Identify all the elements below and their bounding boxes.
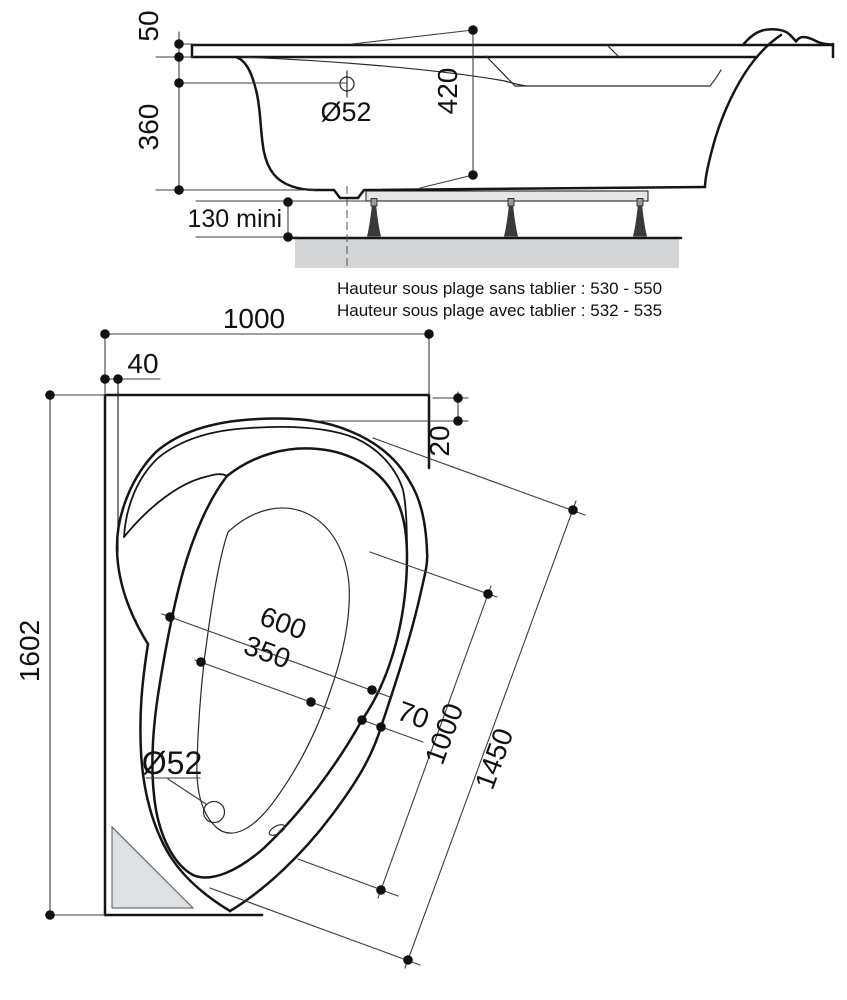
dim-label-20: 20 [424, 425, 455, 456]
drain-diameter-label-plan: Ø52 [142, 745, 202, 781]
tub-bottom-with-drain-notch [314, 185, 707, 200]
ext-diag1000-top [369, 551, 498, 598]
well-floor-outline [196, 507, 350, 834]
dim-dot [424, 329, 434, 339]
foot-cone [504, 206, 518, 237]
dim-dot [113, 374, 123, 384]
dim-line-diag-1450 [404, 500, 577, 969]
dim-dot [403, 955, 413, 965]
support-feet [367, 198, 647, 237]
dim-dot [453, 416, 463, 426]
dim-dot [357, 715, 367, 725]
dim-line-diag-1000 [377, 585, 492, 899]
tub-profile [190, 28, 835, 200]
plan-view: 1000 40 20 1602 600 [14, 303, 586, 969]
dim-dot [100, 329, 110, 339]
dim-dot [468, 170, 478, 180]
foot-stem [507, 198, 515, 207]
leader-drain-plan [167, 778, 207, 805]
dim-line-600 [161, 613, 391, 698]
support-pallet [365, 190, 649, 202]
deck-edge-diagonal [485, 55, 516, 87]
dim-dot [453, 393, 463, 403]
dim-dot [174, 39, 184, 49]
rim-inner-parallel-line [123, 426, 408, 554]
dim-dot [376, 885, 386, 895]
tub-plan-outline [115, 417, 429, 913]
back-wall-curve [703, 33, 783, 189]
headrest-crescent-lower-edge [123, 473, 228, 538]
drain-diameter-label-side: Ø52 [320, 97, 371, 127]
apron-lower-curl [139, 642, 232, 913]
foot-stem [370, 198, 378, 207]
elevation-dimensions: 50 360 420 Ø52 130 mini [133, 10, 478, 242]
dim-dot [306, 697, 316, 707]
enclosure-left-top-right [103, 393, 431, 917]
dim-label-40: 40 [127, 348, 158, 379]
drain-hole-plan [202, 800, 226, 824]
note-sans-tablier: Hauteur sous plage sans tablier : 530 - … [337, 279, 662, 298]
rim-joint-tick [606, 44, 620, 58]
dim-dot [45, 910, 55, 920]
corner-filler-triangle [111, 825, 195, 909]
dim-dot [174, 52, 184, 62]
ext-diag1450-top [372, 437, 586, 516]
enclosure-outline [103, 393, 431, 917]
dim-label-diag-1450: 1450 [469, 724, 519, 793]
dim-dot [568, 505, 578, 515]
dim-dot [196, 657, 206, 667]
elevation-view: 50 360 420 Ø52 130 mini Hauteur sous pla… [133, 10, 835, 320]
dim-label-420: 420 [432, 68, 463, 115]
dim-dot [283, 197, 293, 207]
plan-dimensions: 1000 40 20 1602 600 [14, 303, 586, 969]
dim-dot [45, 390, 55, 400]
leader-420-bottom [419, 174, 474, 189]
dim-dot [367, 685, 377, 695]
dim-dot [376, 722, 386, 732]
dim-dot [283, 232, 293, 242]
dim-label-70: 70 [393, 695, 433, 735]
dim-dot [174, 78, 184, 88]
ext-diag1450-bottom [209, 887, 421, 966]
leader-420-top [351, 29, 474, 45]
dim-dot [483, 589, 493, 599]
interior-slope-line [239, 56, 527, 87]
dim-dot [174, 185, 184, 195]
apron-outer-sweep [115, 417, 429, 913]
dim-line-70 [361, 719, 424, 743]
dim-dot [165, 612, 175, 622]
foot-cone [367, 206, 381, 237]
foot-stem [636, 198, 644, 207]
deck-lower-edge [514, 69, 722, 87]
headrest-hump-outline [741, 28, 835, 47]
floor-slab [295, 238, 679, 268]
left-wall-curve [234, 55, 318, 192]
bathing-well-outline [151, 447, 409, 879]
note-avec-tablier: Hauteur sous plage avec tablier : 532 - … [337, 301, 662, 320]
dim-dot [100, 374, 110, 384]
dim-label-360: 360 [133, 104, 164, 151]
dim-label-width-1000: 1000 [223, 303, 285, 334]
dim-label-50: 50 [133, 10, 164, 41]
foot-cone [633, 206, 647, 237]
overflow-hole [268, 824, 286, 836]
dim-label-130-mini: 130 mini [188, 205, 283, 233]
dim-dot [468, 25, 478, 35]
elevation-notes: Hauteur sous plage sans tablier : 530 - … [337, 279, 662, 320]
dim-label-1602: 1602 [14, 620, 45, 682]
